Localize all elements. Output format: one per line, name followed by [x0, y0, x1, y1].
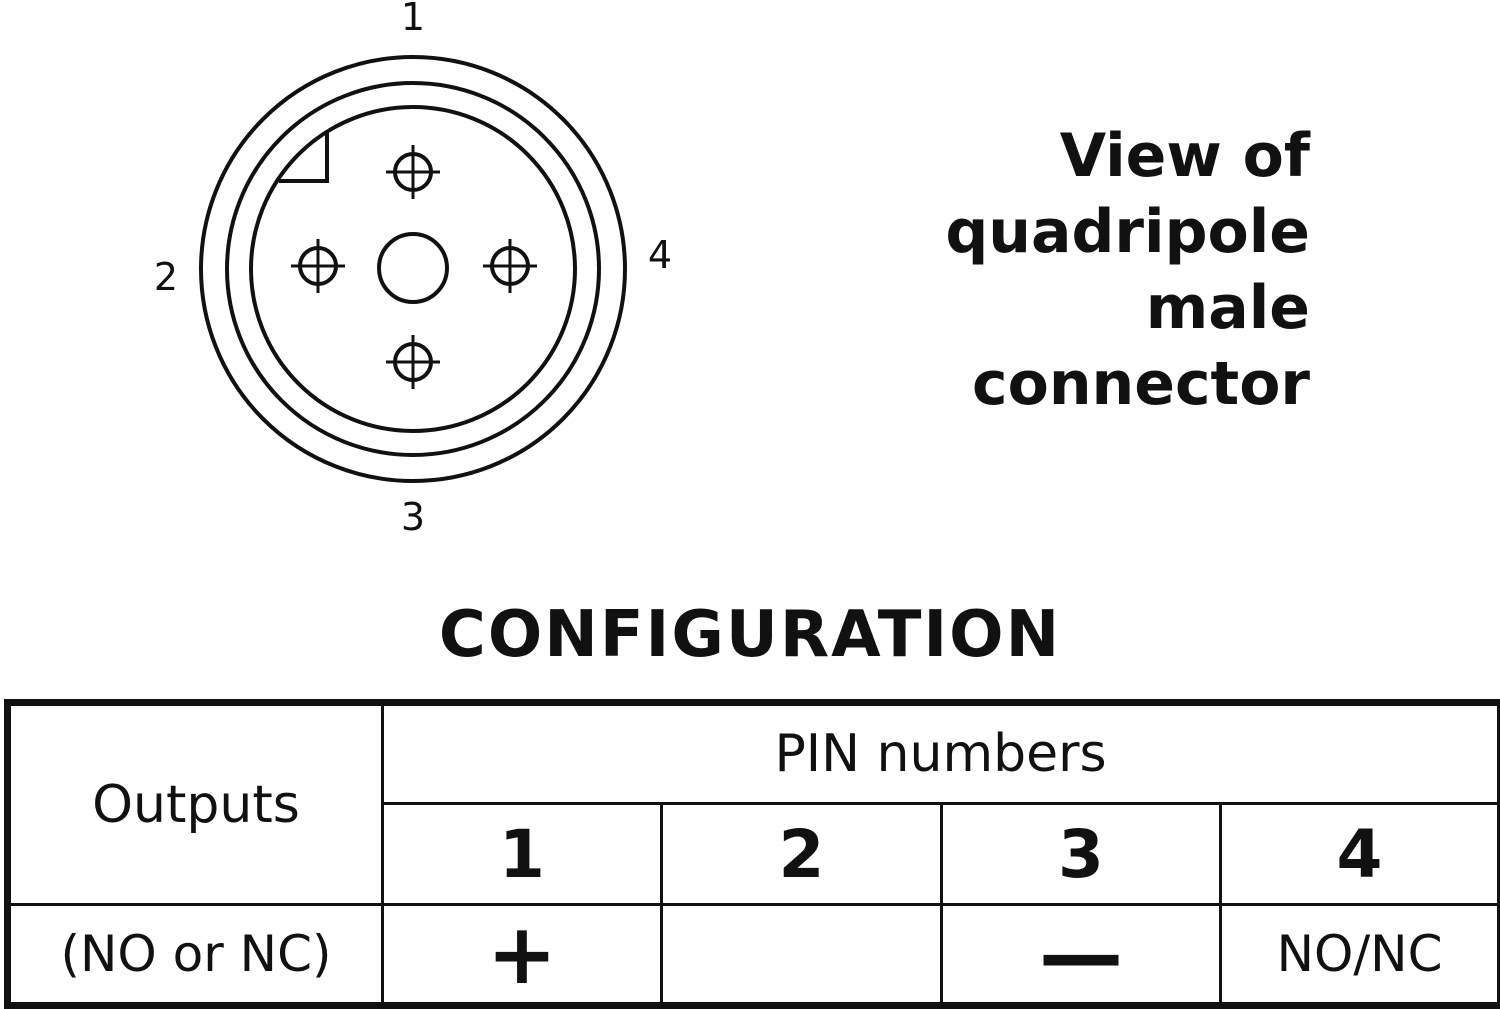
connector-diagram: 1 2 3 4: [0, 0, 720, 560]
view-title-line: quadripole: [790, 194, 1310, 270]
pin-4-value: NO/NC: [1221, 905, 1500, 1006]
pin-2-contact: [291, 239, 345, 293]
outer-ring: [201, 57, 625, 481]
center-pin: [379, 234, 447, 302]
pin-number-2: 2: [662, 804, 942, 905]
table-row: (NO or NC) + — NO/NC: [8, 905, 1500, 1006]
view-title-line: View of: [790, 118, 1310, 194]
pin-label-3: 3: [401, 495, 425, 539]
pin-3-contact: [386, 335, 440, 389]
pin-1-value: +: [383, 905, 662, 1006]
pin-3-value: —: [942, 905, 1221, 1006]
view-title-line: male: [790, 270, 1310, 346]
middle-ring: [227, 83, 599, 455]
pin-label-1: 1: [401, 0, 425, 39]
configuration-heading: CONFIGURATION: [0, 598, 1500, 672]
table-header-row: Outputs PIN numbers: [8, 703, 1500, 804]
pin-4-contact: [483, 239, 537, 293]
pin-number-4: 4: [1221, 804, 1500, 905]
output-type-label: (NO or NC): [8, 905, 383, 1006]
pin-label-4: 4: [648, 233, 672, 277]
pin-1-contact: [386, 145, 440, 199]
pin-label-2: 2: [154, 255, 178, 299]
keying-notch: [279, 133, 327, 181]
outputs-header: Outputs: [8, 703, 383, 905]
pin-number-3: 3: [942, 804, 1221, 905]
view-title: View of quadripole male connector: [790, 118, 1310, 422]
pin-2-value: [662, 905, 942, 1006]
pin-configuration-table: Outputs PIN numbers 1 2 3 4 (NO or NC) +…: [4, 699, 1500, 1009]
pin-numbers-header: PIN numbers: [383, 703, 1500, 804]
view-title-line: connector: [790, 346, 1310, 422]
pin-number-1: 1: [383, 804, 662, 905]
